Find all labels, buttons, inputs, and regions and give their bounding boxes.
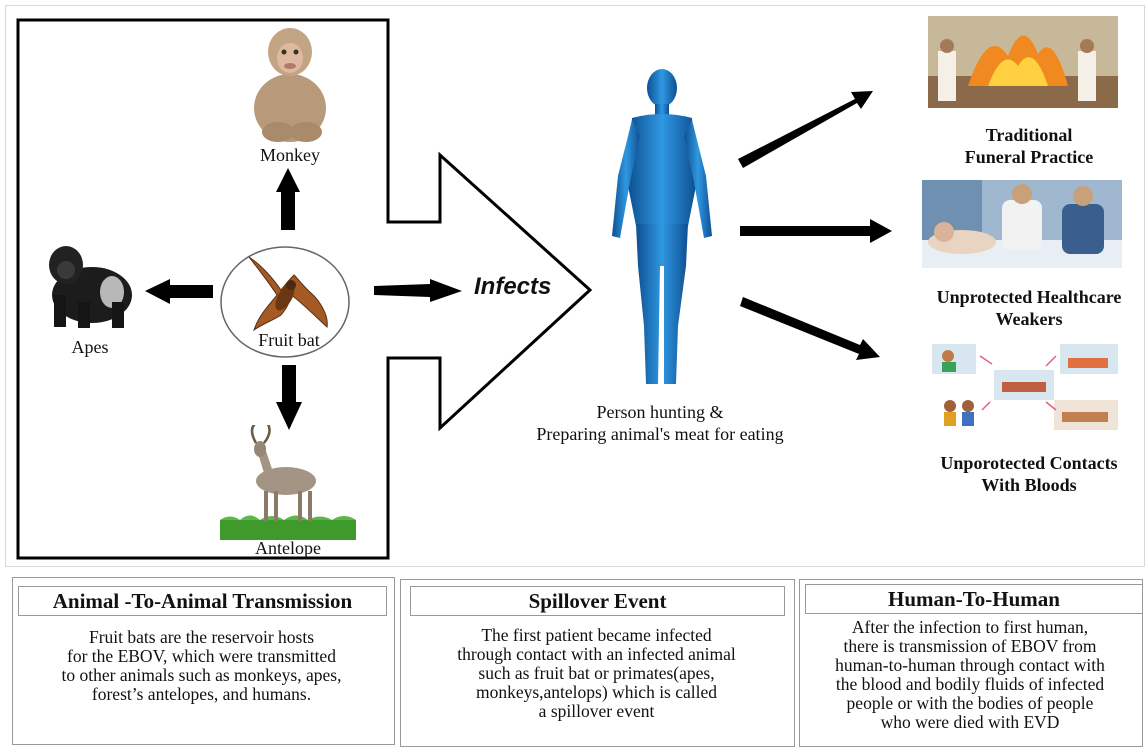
apes-label: Apes: [50, 337, 130, 358]
panel-human-to-human-body: After the infection to first human, ther…: [800, 618, 1140, 732]
healthcare-photo: [922, 180, 1122, 268]
contacts-illustration: [928, 340, 1122, 434]
panel-spillover-body: The first patient became infected throug…: [404, 626, 789, 721]
person-caption-line2: Preparing animal's meat for eating: [495, 424, 825, 445]
gorilla-image: [42, 240, 137, 330]
outcome-healthcare-line2: Weakers: [900, 308, 1145, 330]
arrow-to-funeral: [738, 91, 873, 168]
arrow-to-healthcare: [740, 219, 892, 243]
outcome-funeral-line1: Traditional: [900, 124, 1145, 146]
monkey-image: [242, 22, 338, 146]
outcome-funeral-line2: Funeral Practice: [900, 146, 1145, 168]
infects-label: Infects: [474, 273, 551, 301]
panel-spillover-title: Spillover Event: [410, 586, 785, 616]
panel-animal-to-animal-title: Animal -To-Animal Transmission: [18, 586, 387, 616]
outcome-healthcare-line1: Unprotected Healthcare: [900, 286, 1145, 308]
outcome-contacts-line2: With Bloods: [900, 474, 1145, 496]
antelope-label: Antelope: [238, 538, 338, 559]
person-caption-line1: Person hunting &: [540, 402, 780, 423]
outcome-contacts-line1: Unporotected Contacts: [900, 452, 1145, 474]
panel-human-to-human-title: Human-To-Human: [805, 584, 1143, 614]
panel-animal-to-animal-body: Fruit bats are the reservoir hosts for t…: [18, 628, 385, 704]
human-body-figure: [604, 66, 720, 396]
antelope-image: [220, 425, 356, 540]
arrow-to-contacts: [740, 297, 880, 360]
monkey-label: Monkey: [240, 145, 340, 166]
fruit-bat-label: Fruit bat: [244, 330, 334, 351]
funeral-photo: [928, 16, 1118, 108]
